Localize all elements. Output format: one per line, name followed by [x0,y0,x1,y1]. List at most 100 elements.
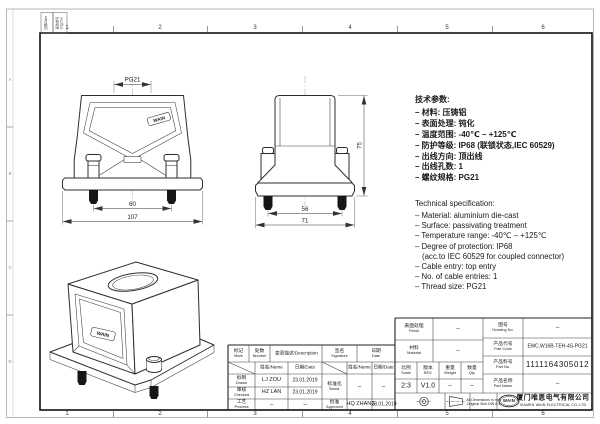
description-header: 变更描述/Description [275,350,318,356]
specs-cn-title: 技术参数: [415,95,450,104]
spec-cn-item: – 表面处理: 钝化 [415,118,475,128]
checked-date: 23.01.2019 [292,389,318,396]
part-name-value: – [555,380,560,387]
process-date: – [303,401,307,408]
frame-row-c: C [8,264,12,270]
frame-row-b: B [8,170,12,176]
spec-en-item: (acc.to IEC 60529 for coupled connector) [422,251,565,261]
spec-en-item: – Surface: passivating treatment [415,221,527,231]
front-view: WAIN PG21 60 107 [62,76,203,225]
iso-logo-badge: WAIN [90,327,116,341]
company-name-en: XIAMEN WAIN ELECTRICAL CO.,LTD [519,403,587,408]
process-name: – [269,401,274,408]
drawn-date: 23.01.2019 [292,376,318,383]
specs-chinese: 技术参数: – 材料: 压铸铝 – 表面处理: 钝化 – 温度范围: -40℃ … [415,95,595,184]
spec-cn-item: – 温度范围: -40℃ – +125℃ [415,129,517,139]
wain-logo-text: WAIN [502,397,516,403]
finish-value: – [456,325,460,332]
frame-col-5-top: 5 [445,24,449,31]
wain-logo-icon [498,394,520,408]
specs-english: Technical specification: – Material: alu… [415,199,595,292]
frame-col-3-bottom: 3 [253,410,257,417]
company-name-zh: 厦门唯恩电气有限公司 [516,394,590,402]
rev-date-box: 日期/Date [44,15,49,30]
approved-name: HQ ZHANG [346,400,376,407]
part-no-value: 1111164305012 [525,359,590,369]
front-dim-screws: 60 [129,201,136,208]
drawing-no-value: – [555,324,560,331]
frame-row-a: A [8,76,12,82]
rev-doc-box: 更改单号 Chg Doc [55,16,63,30]
specs-en-title: Technical specification: [415,199,495,208]
spec-en-item: – Temperature range: -40℃ – +125℃ [415,231,547,241]
spec-cn-item: – 螺纹规格: PG21 [415,173,480,183]
spec-en-item: – Cable entry: top entry [415,261,497,271]
frame-row-d: D [8,358,12,364]
date-subheader-left: 日期/Date [294,364,316,370]
front-logo-badge: WAIN [147,112,171,126]
revision-value: V1.0 [420,382,436,390]
front-dim-width: 107 [127,214,138,221]
frame-col-3-top: 3 [253,24,257,31]
spec-cn-item: – 防护等级: IP68 (联锁状态,IEC 60529) [415,140,555,150]
material-value: – [456,347,460,354]
side-dim-width: 71 [302,218,309,225]
scale-value: 2:3 [401,382,411,390]
standardized-date: – [381,383,386,390]
frame-col-4-top: 4 [348,24,352,31]
frame-col-4-bottom: 4 [348,410,352,417]
spec-cn-item: – 材料: 压铸铝 [415,107,467,117]
frame-col-2-top: 2 [158,24,162,31]
name-subheader-right: 姓名/Name [348,364,371,370]
projection-symbol-icon [416,396,466,407]
units-note: All Dimensions in mm Original Size DIN A… [466,397,501,406]
frame-col-6-bottom: 6 [541,410,545,417]
side-dim-screws: 56 [302,206,309,213]
date-subheader-right: 日期/Date [373,364,394,370]
iso-view: WAIN [49,261,215,399]
spec-en-item: – Thread size: PG21 [415,282,487,292]
standardized-name: – [357,383,362,390]
spec-en-item: – No. of cable entries: 1 [415,272,498,282]
weight-value: – [448,382,452,389]
side-view: 75 56 71 [255,76,368,228]
iso-logo-text: WAIN [96,331,110,340]
frame-col-1-top: 1 [65,24,69,31]
part-code-value: EMC.W16B-TEH-4S-PG21 [527,343,588,350]
front-logo-text: WAIN [153,115,167,123]
side-dim-height: 75 [356,142,363,149]
frame-col-2-bottom: 2 [158,410,162,417]
frame-col-5-bottom: 5 [445,410,449,417]
front-dim-thread: PG21 [125,77,141,84]
spec-cn-item: – 出线方向: 顶出线 [415,151,483,161]
frame-col-6-top: 6 [541,24,545,31]
checked-name: HZ LAN [261,389,282,396]
spec-en-item: – Degree of protection: IP68 [415,241,513,251]
spec-en-item: – Material: aluminium die-cast [415,211,519,221]
frame-col-1-bottom: 1 [65,410,69,417]
qty-value: – [470,382,474,389]
name-subheader-left: 姓名/Name [260,364,283,370]
spec-cn-item: – 出线孔数: 1 [415,162,464,172]
